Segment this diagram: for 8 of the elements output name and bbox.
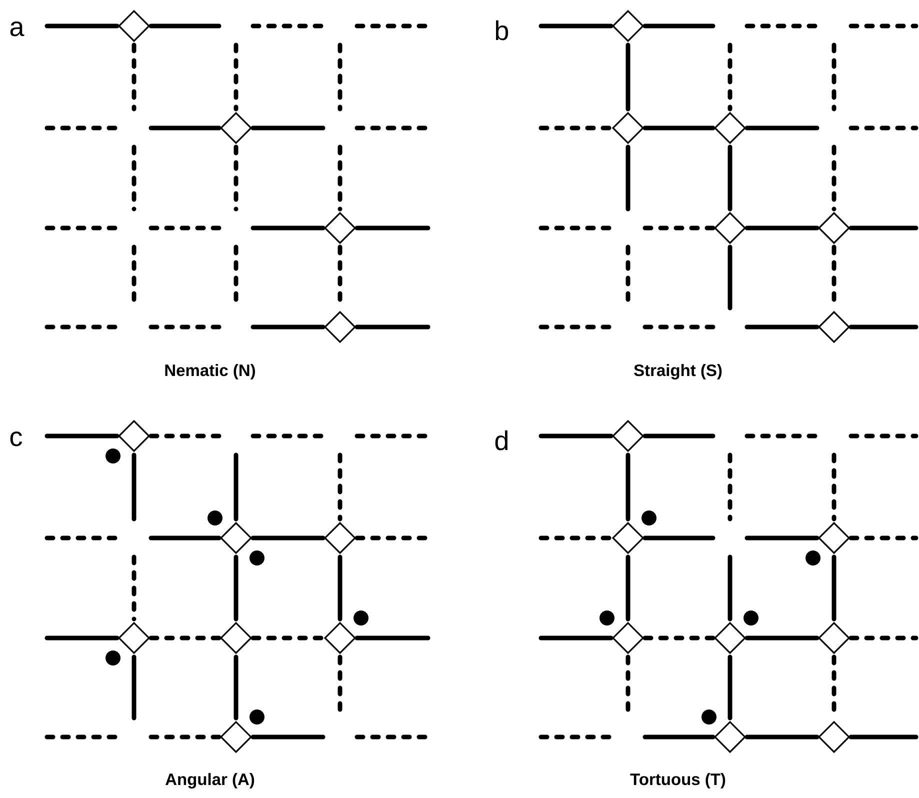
caption: Nematic (N) [165, 364, 255, 380]
panel-label: a [10, 21, 24, 36]
caption: Angular (A) [166, 773, 254, 788]
panel-label: c [10, 431, 22, 446]
caption: Straight (S) [634, 364, 722, 380]
panel-label: d [495, 430, 508, 450]
panel-label: b [496, 20, 508, 40]
caption: Tortuous (T) [630, 773, 726, 788]
